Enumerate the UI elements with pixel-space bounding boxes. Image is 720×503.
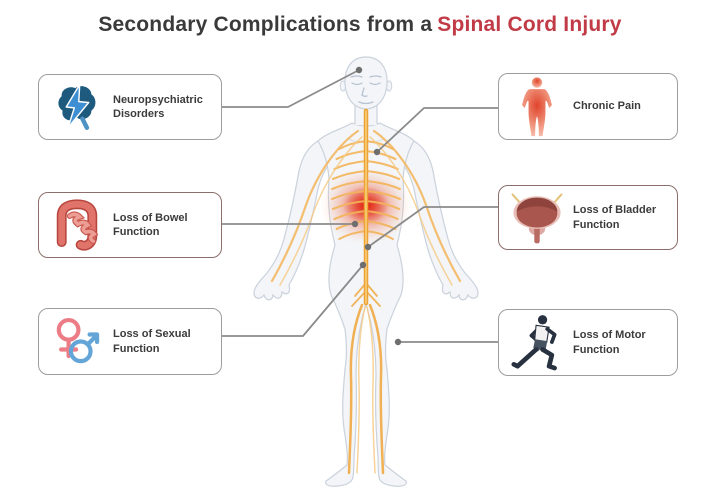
title-prefix: Secondary Complications from a: [98, 13, 433, 36]
callout-loss-of-motor-function: Loss of Motor Function: [498, 309, 678, 376]
callout-label: Loss of Motor Function: [573, 329, 646, 356]
callout-label: Loss of Sexual Function: [113, 328, 191, 355]
connector-dot-abdomen: [351, 220, 359, 228]
human-body-figure: [253, 56, 479, 487]
callout-label: Chronic Pain: [573, 100, 641, 113]
intestines-icon: [48, 196, 106, 254]
connector-line-neuropsychiatric: [222, 69, 360, 108]
connector-dot-groin: [359, 261, 367, 269]
callout-label: Loss of Bladder Function: [573, 204, 657, 231]
callout-loss-of-bowel-function: Loss of Bowel Function: [38, 192, 222, 258]
callout-loss-of-sexual-function: Loss of Sexual Function: [38, 308, 222, 375]
pain-body-icon: [508, 76, 566, 136]
connector-line-chronic-pain: [376, 107, 500, 153]
running-person-icon: [508, 314, 566, 372]
connector-line-bladder: [367, 206, 500, 248]
title-highlight: Spinal Cord Injury: [437, 13, 622, 36]
connector-dot-spine: [373, 148, 381, 156]
callout-neuropsychiatric-disorders: Neuropsychiatric Disorders: [38, 74, 222, 140]
connector-dot-pelvis: [364, 243, 372, 251]
bladder-icon: [508, 189, 566, 247]
body-right-arm: [402, 140, 479, 301]
nervous-system: [270, 108, 462, 475]
gender-symbols-icon: [48, 313, 106, 371]
body-neck-lines: [354, 103, 378, 124]
connector-line-sexual: [222, 264, 364, 337]
callout-chronic-pain: Chronic Pain: [498, 73, 678, 140]
connector-dot-leg: [394, 338, 402, 346]
callout-label: Loss of Bowel Function: [113, 211, 188, 238]
face-features: [350, 75, 382, 105]
callout-label: Neuropsychiatric Disorders: [113, 93, 203, 120]
connector-dot-head: [355, 66, 363, 74]
body-left-arm: [253, 140, 330, 301]
callout-loss-of-bladder-function: Loss of Bladder Function: [498, 185, 678, 250]
brain-lightning-icon: [48, 78, 106, 136]
